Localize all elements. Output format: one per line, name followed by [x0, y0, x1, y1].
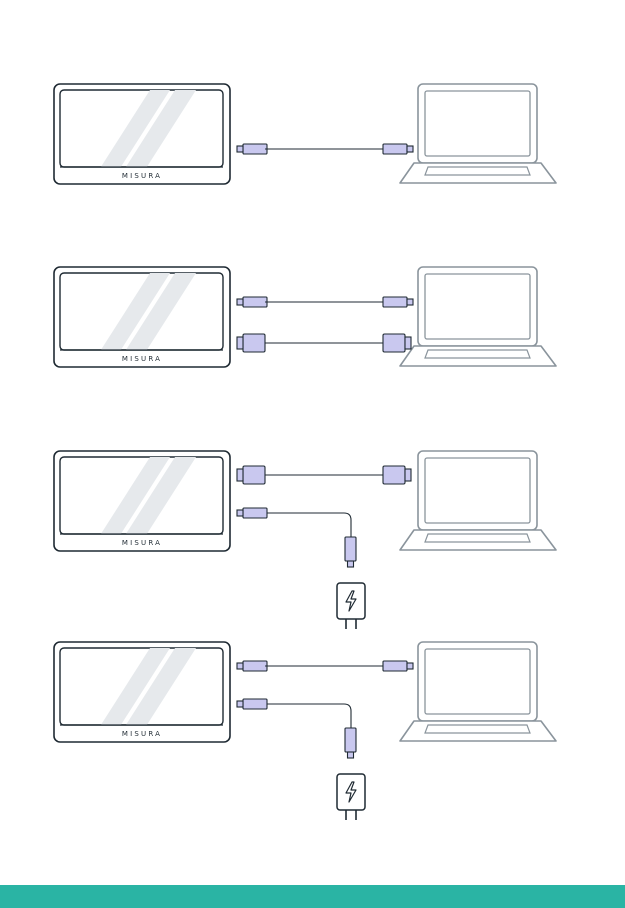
connector-body — [383, 297, 407, 307]
laptop-screen — [425, 91, 530, 156]
connector-tip — [348, 752, 354, 758]
laptop-screen — [425, 649, 530, 714]
usb-c-connector — [383, 661, 413, 671]
connector-tip — [237, 337, 243, 349]
usb-c-connector — [237, 144, 267, 154]
usb-c-cable — [237, 661, 413, 671]
power-adapter — [337, 583, 365, 629]
laptop-keyboard-deck — [400, 346, 556, 366]
laptop-keyboard-deck — [400, 163, 556, 183]
connector-body — [345, 728, 356, 752]
connector-body — [243, 508, 267, 518]
laptop — [400, 84, 556, 183]
connector-body — [345, 537, 356, 561]
laptop — [400, 267, 556, 366]
connector-tip — [405, 337, 411, 349]
connector-body — [243, 334, 265, 352]
usb-c-power-cable — [237, 508, 356, 567]
connector-body — [383, 334, 405, 352]
hdmi-cable — [237, 334, 411, 352]
connector-tip — [407, 299, 413, 305]
portable-monitor: MISURA — [54, 642, 230, 742]
brand-logo: MISURA — [122, 730, 162, 738]
cable-line — [267, 513, 351, 537]
usb-c-connector — [237, 508, 267, 518]
usb-c-connector — [237, 297, 267, 307]
brand-logo: MISURA — [122, 355, 162, 363]
setup-usb-c-plus-power: MISURA — [54, 642, 556, 820]
connector-tip — [237, 663, 243, 669]
connector-body — [383, 661, 407, 671]
connector-tip — [237, 299, 243, 305]
adapter-body — [337, 774, 365, 810]
cable-line — [267, 704, 351, 728]
brand-logo: MISURA — [122, 539, 162, 547]
connector-tip — [237, 510, 243, 516]
laptop-keyboard-deck — [400, 530, 556, 550]
connection-diagram: MISURA MISURA MISURA MISURA — [0, 0, 625, 885]
hdmi-cable — [237, 466, 411, 484]
connector-body — [243, 466, 265, 484]
portable-monitor: MISURA — [54, 451, 230, 551]
laptop — [400, 642, 556, 741]
connector-tip — [405, 469, 411, 481]
connector-tip — [348, 561, 354, 567]
laptop — [400, 451, 556, 550]
power-adapter — [337, 774, 365, 820]
connector-body — [243, 297, 267, 307]
connector-body — [383, 466, 405, 484]
hdmi-connector — [237, 466, 265, 484]
laptop-keyboard-deck — [400, 721, 556, 741]
usb-c-connector — [237, 661, 267, 671]
hdmi-connector — [383, 334, 411, 352]
brand-logo: MISURA — [122, 172, 162, 180]
connector-tip — [407, 146, 413, 152]
usb-c-cable — [237, 144, 413, 154]
connector-body — [243, 699, 267, 709]
usb-c-connector — [383, 297, 413, 307]
laptop-screen — [425, 458, 530, 523]
usb-c-power-cable — [237, 699, 356, 758]
setup-single-usb-c: MISURA — [54, 84, 556, 184]
connector-body — [243, 661, 267, 671]
connector-body — [383, 144, 407, 154]
portable-monitor: MISURA — [54, 267, 230, 367]
usb-c-cable — [237, 297, 413, 307]
adapter-body — [337, 583, 365, 619]
setup-usb-c-plus-hdmi: MISURA — [54, 267, 556, 367]
hdmi-connector — [383, 466, 411, 484]
connector-tip — [237, 146, 243, 152]
connector-tip — [407, 663, 413, 669]
usb-c-connector — [237, 699, 267, 709]
portable-monitor: MISURA — [54, 84, 230, 184]
footer-accent-bar — [0, 885, 625, 908]
usb-c-connector — [383, 144, 413, 154]
setup-hdmi-plus-power: MISURA — [54, 451, 556, 629]
connector-tip — [237, 701, 243, 707]
laptop-screen — [425, 274, 530, 339]
hdmi-connector — [237, 334, 265, 352]
connector-tip — [237, 469, 243, 481]
connector-body — [243, 144, 267, 154]
